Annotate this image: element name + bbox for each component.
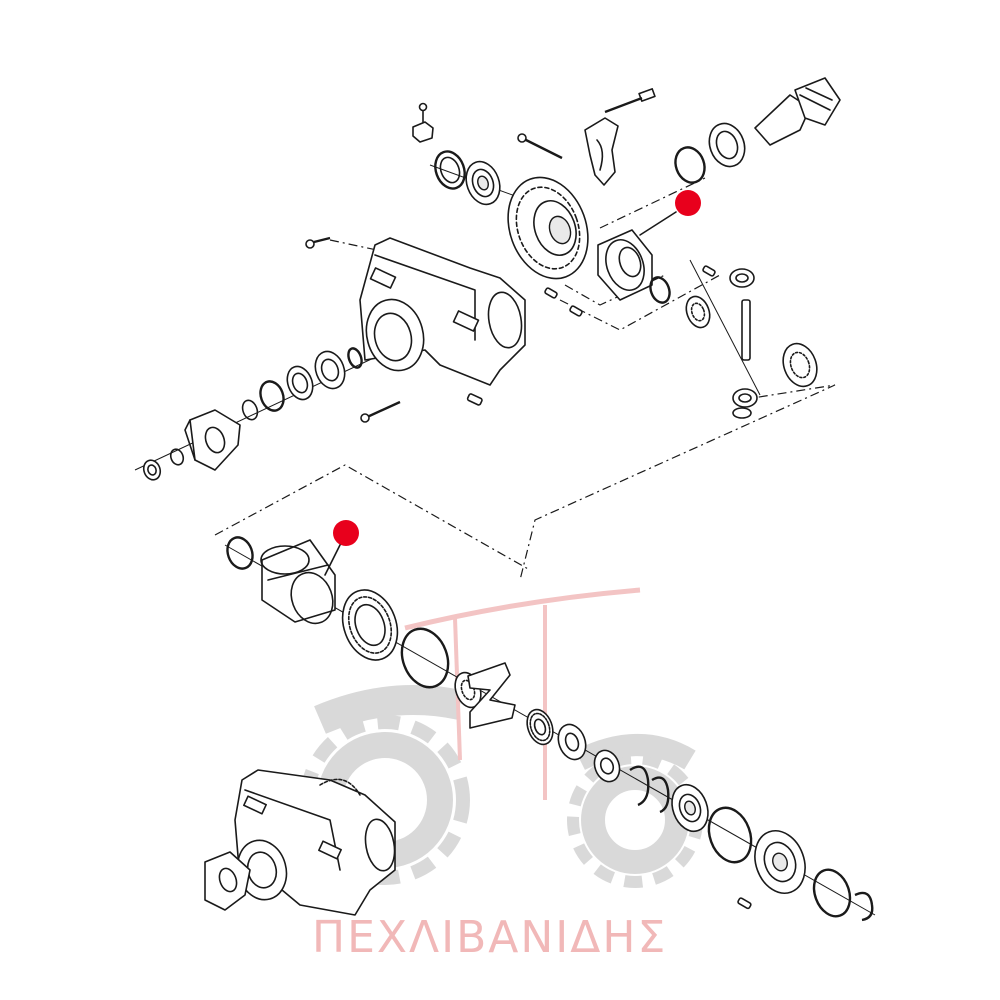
pin-small-1 [544, 287, 558, 299]
bolt-top [604, 88, 656, 114]
end-flange [754, 830, 806, 894]
watermark-brand-text: ΠΕΧΛΙΒΑΝΙΔΗΣ [312, 912, 667, 963]
highlight-markers [324, 190, 701, 576]
lock-plate [412, 121, 434, 143]
side-gear-splined [782, 342, 818, 388]
side-gear [685, 295, 711, 329]
pin-lower [737, 897, 752, 910]
yoke-assembled [204, 851, 251, 911]
pin-small-3 [702, 265, 716, 277]
spider-pin [741, 299, 751, 361]
ring-gear [507, 176, 589, 280]
snap-ring-mid [347, 347, 363, 369]
o-ring-large [400, 627, 450, 689]
seal-mid [259, 380, 285, 412]
housing-screw [305, 236, 331, 249]
large-bearing [341, 589, 399, 661]
thrust-washer [649, 276, 671, 304]
washer-mid [241, 399, 259, 421]
upper-assembly [142, 77, 841, 481]
circlip-pair [629, 765, 670, 814]
marker-differential-housing[interactable] [675, 190, 701, 216]
toothed-disc [526, 708, 554, 746]
hub-collar [593, 749, 621, 783]
yoke-nut [142, 459, 162, 481]
axle-housing [359, 237, 526, 386]
o-ring-lower [707, 806, 753, 864]
lower-assembly [204, 536, 874, 922]
housing-stud [360, 400, 401, 423]
yoke-washer [169, 448, 185, 466]
spider-gear-bottom [732, 388, 758, 419]
bearing-left-top [465, 160, 501, 206]
bearing-mid [314, 350, 346, 390]
o-ring-end [812, 868, 852, 918]
bearing-lower [671, 783, 709, 833]
shim-ring-right [674, 146, 706, 184]
differential-housing [597, 229, 653, 301]
housing-plug [466, 393, 483, 406]
small-screw-top [418, 102, 428, 123]
pinion-bearing [708, 122, 746, 168]
shift-fork [467, 662, 516, 729]
circlip-end [854, 891, 874, 922]
bearing-cup-mid [286, 365, 314, 401]
bearing-cap [584, 117, 619, 186]
flat-washer-lower [557, 723, 587, 761]
marker-sleeve[interactable] [333, 520, 359, 546]
snap-ring-lower [226, 536, 254, 570]
pin-small-2 [569, 305, 583, 317]
axle-housing-assembled [234, 769, 396, 916]
yoke-flange [184, 409, 241, 471]
retaining-ring-left-top [434, 150, 466, 190]
pinion-shaft [754, 77, 841, 146]
sleeve [260, 539, 336, 625]
spider-gear-top [729, 268, 755, 288]
bolt-long [517, 133, 563, 160]
